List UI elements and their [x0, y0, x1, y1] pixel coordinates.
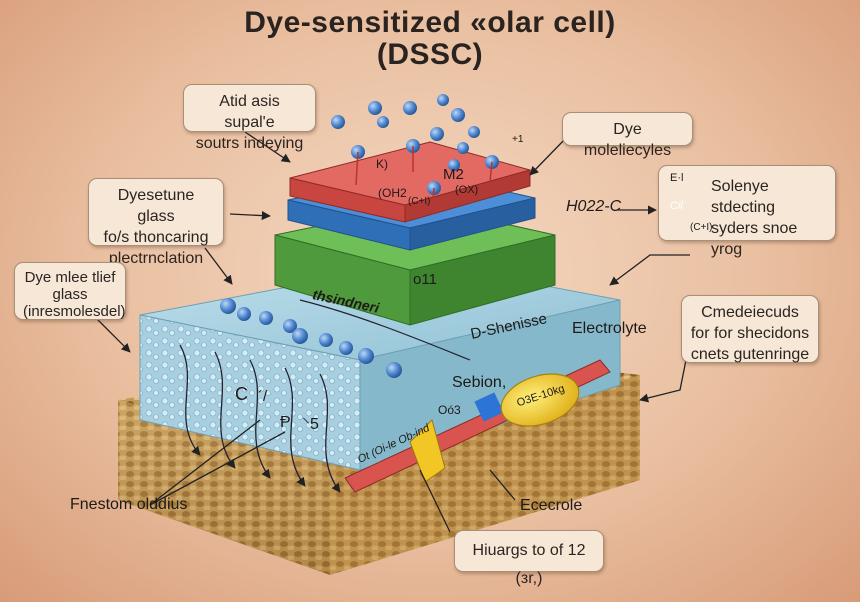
label-c4: ´/ — [258, 388, 268, 405]
label-d: Ᵽ — [280, 414, 291, 431]
label-k: K) — [376, 157, 388, 171]
label-ch: (C+I) — [690, 222, 713, 233]
red-layer — [289, 141, 532, 223]
label-c: C — [235, 384, 248, 404]
label-fnestom: Fnestom olddius — [70, 496, 188, 513]
label-electrolyte: Electrolyte — [572, 320, 647, 337]
callout-dye-mlee-line1: Dye mlee tlief — [24, 269, 116, 286]
label-o1: +1 — [512, 134, 524, 145]
callout-solvent-line2: syders snoe yrog — [711, 220, 798, 258]
callout-dye-glass-line2: fo/s thoncaring — [103, 229, 209, 246]
label-cii: Cil — [670, 200, 683, 212]
callout-top-left: Atid asis supal'e soutrs indeying — [183, 84, 316, 152]
callout-dye-mlee-line3: (inresmolesdel) — [23, 303, 126, 320]
callout-bottom-center: Hiuargs to of 12 (зr,) — [454, 530, 604, 587]
callout-dye-glass: Dyesetune glass fo/s thoncaring plectrnc… — [88, 178, 224, 267]
electrode-band — [344, 359, 611, 493]
callout-bottom-center-text: Hiuargs to of 12 (зr,) — [472, 542, 586, 587]
callout-dye-mlee-line2: glass — [52, 286, 88, 303]
label-p5: ⸌5 — [302, 416, 319, 433]
callout-cmedeiecuds: Cmedeiecuds for for shecidons cnets gute… — [681, 295, 819, 363]
label-sebion: Sebion, — [452, 374, 507, 391]
callout-top-left-line1: Atid asis supal'e — [219, 93, 280, 131]
dye-molecule-dots — [220, 94, 499, 378]
label-oh2: (OH2 — [378, 186, 407, 200]
callout-cmedeiecuds-line2: for for shecidons — [690, 325, 810, 342]
callout-dye-mlee: Dye mlee tlief glass (inresmolesdel) — [14, 262, 126, 320]
label-o3: Oó3 — [438, 403, 461, 417]
label-ecerole: Ececrole — [520, 497, 583, 514]
callout-dye-glass-line3: plectrnclation — [108, 250, 204, 267]
callout-dye-molecules: Dye moleliecyles — [562, 112, 693, 159]
callout-solvent: Solenye stdecting syders snoe yrog — [658, 165, 836, 258]
label-m2: M2 — [443, 166, 464, 183]
label-h022: H022-C — [566, 198, 622, 215]
callout-top-left-line2: soutrs indeying — [195, 135, 304, 152]
label-oh: (C+I) — [408, 196, 431, 207]
callout-dye-molecules-text: Dye moleliecyles — [583, 121, 672, 159]
diagram-title-line2: (DSSC) — [376, 38, 484, 71]
callout-solvent-line1: Solenye stdecting — [711, 178, 776, 216]
diagram-title-line1: Dye-sensitized «olar cell) — [244, 6, 616, 39]
label-o11: o11 — [413, 271, 437, 288]
callout-cmedeiecuds-line1: Cmedeiecuds — [701, 304, 799, 321]
callout-dye-glass-line1: Dyesetune glass — [117, 187, 195, 225]
label-ex: E·l — [670, 172, 684, 184]
callout-cmedeiecuds-line3: cnets gutenringe — [690, 346, 810, 363]
label-ox: (OX) — [455, 184, 479, 196]
